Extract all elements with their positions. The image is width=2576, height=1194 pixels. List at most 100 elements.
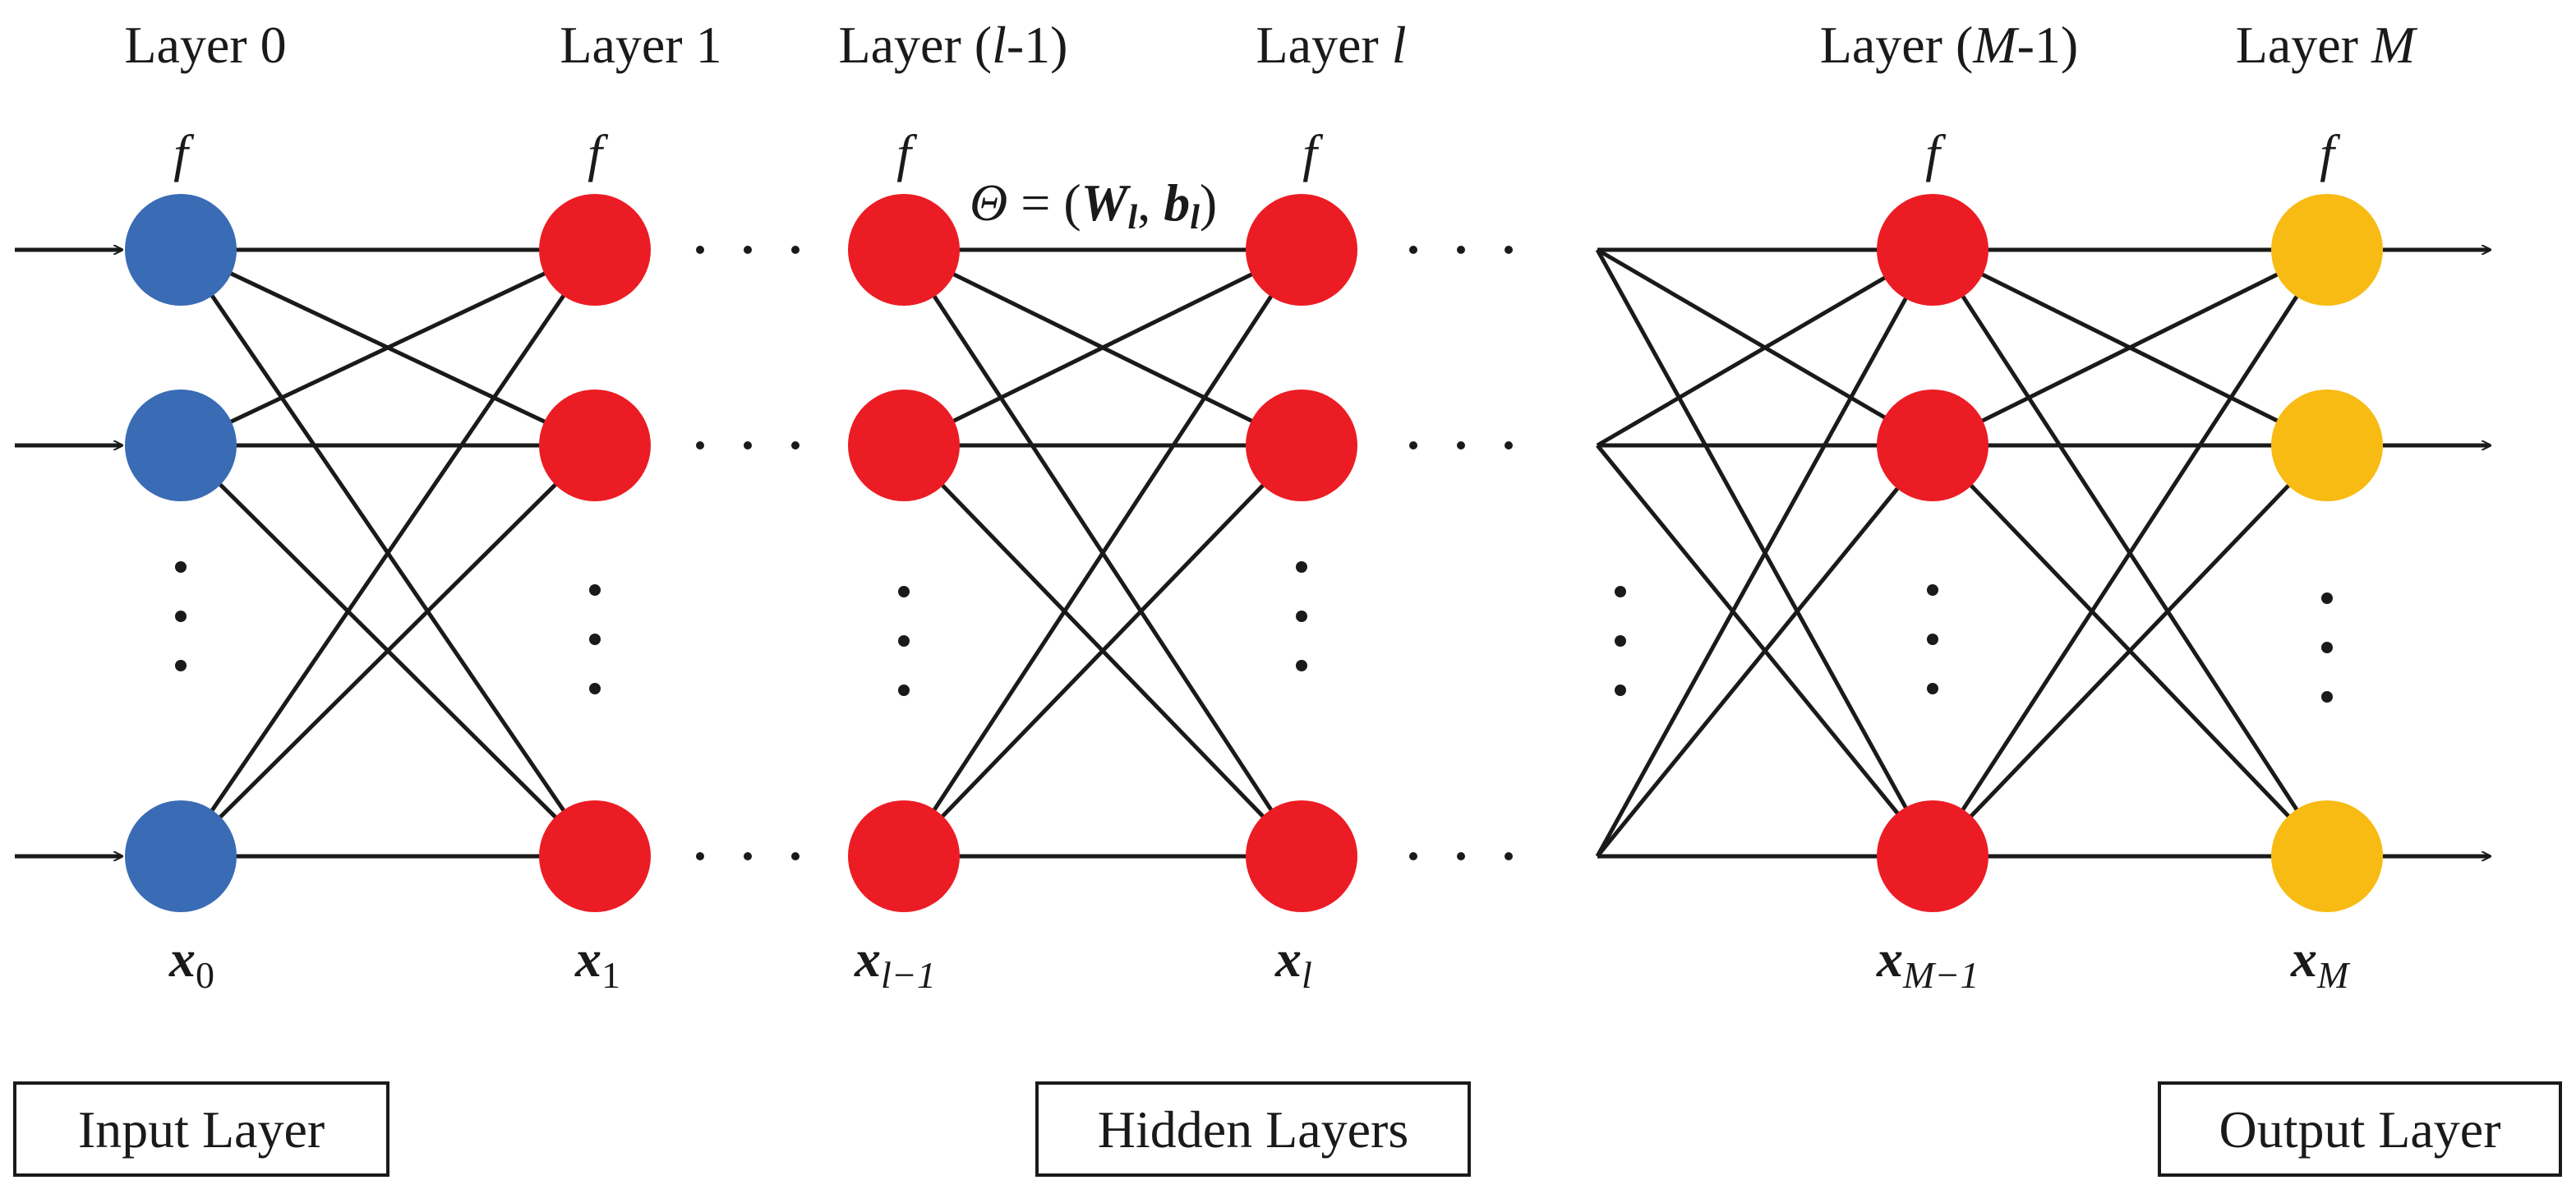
layer-l-node-2 xyxy=(1246,800,1357,912)
hdot-1-2-0 xyxy=(1409,852,1417,860)
hdot-1-2-2 xyxy=(1505,852,1513,860)
layer-l-minus-1-node-2 xyxy=(848,800,960,912)
vdot-1-1 xyxy=(589,634,601,645)
layer-m-minus-1-title-var: M xyxy=(1972,16,2020,74)
vdot-pre-1 xyxy=(1615,635,1626,647)
layer-0-title: Layer 0 xyxy=(124,16,286,74)
layer-m-node-2 xyxy=(2271,800,2383,912)
vdot-3-1 xyxy=(1296,611,1307,622)
layer-1-variable-sub: 1 xyxy=(601,954,620,996)
layer-0-variable-base: x xyxy=(168,929,196,988)
layer-0-node-2 xyxy=(125,800,237,912)
hdot-1-0-2 xyxy=(1505,246,1513,254)
horizontal-ellipses xyxy=(696,246,1513,860)
hdot-1-0-0 xyxy=(1409,246,1417,254)
hdot-1-2-1 xyxy=(1457,852,1465,860)
hdot-0-2-0 xyxy=(696,852,704,860)
layer-1-node-2 xyxy=(539,800,651,912)
edge-lm1-l-2-0 xyxy=(901,248,1304,858)
layer-l-title-pre: Layer xyxy=(1256,16,1392,74)
layer-m-minus-1-variable-sub: M−1 xyxy=(1902,954,1979,996)
hdot-0-0-2 xyxy=(791,246,800,254)
theta-w: W xyxy=(1081,173,1131,232)
layer-l-title: Layer l xyxy=(1256,16,1407,74)
vdot-0-2 xyxy=(175,660,187,671)
hidden-layers-box: Hidden Layers xyxy=(1035,1081,1471,1177)
vdot-0-1 xyxy=(175,611,187,622)
layer-1-node-0 xyxy=(539,194,651,306)
edge-pre-m1-1-0 xyxy=(1596,247,1934,448)
layer-l-minus-1-title-var: l xyxy=(992,16,1007,74)
theta-eq: = ( xyxy=(1007,173,1081,232)
theta-b-sub: l xyxy=(1190,199,1200,237)
theta-b: b xyxy=(1164,173,1190,232)
neuron-nodes xyxy=(125,194,2383,912)
edge-m1-m-2-0 xyxy=(1930,248,2329,858)
vdot-1-2 xyxy=(589,683,601,694)
theta-close: ) xyxy=(1200,173,1217,232)
layer-m-minus-1-variable: xM−1 xyxy=(1876,929,1979,996)
layer-0-variable: x0 xyxy=(168,929,214,996)
layer-m-minus-1-variable-base: x xyxy=(1876,929,1903,988)
layer-l-minus-1-activation-f: f xyxy=(896,124,918,182)
hdot-0-2-1 xyxy=(744,852,752,860)
layer-1-title-pre: Layer 1 xyxy=(560,16,721,74)
vdot-5-2 xyxy=(2321,691,2333,703)
connection-lines xyxy=(178,247,2329,859)
layer-l-title-var: l xyxy=(1392,16,1407,74)
layer-l-minus-1-variable: xl−1 xyxy=(854,929,936,996)
layer-m-minus-1-node-1 xyxy=(1877,390,1988,501)
layer-m-activation-f: f xyxy=(2320,124,2341,182)
edge-pre-m1-2-1 xyxy=(1596,444,1934,858)
hdot-0-0-1 xyxy=(744,246,752,254)
hdot-0-2-2 xyxy=(791,852,800,860)
layer-l-minus-1-variable-sub: l−1 xyxy=(881,954,936,996)
vdot-4-2 xyxy=(1927,683,1938,694)
layer-l-minus-1-variable-base: x xyxy=(854,929,881,988)
theta-label: Θ = (Wl, bl) xyxy=(970,173,1217,237)
hdot-1-1-0 xyxy=(1409,441,1417,449)
hidden-layers-label: Hidden Layers xyxy=(1098,1100,1409,1159)
layer-l-minus-1-node-0 xyxy=(848,194,960,306)
input-layer-box: Input Layer xyxy=(13,1081,389,1177)
layer-m-variable: xM xyxy=(2290,929,2351,996)
layer-m-variable-base: x xyxy=(2290,929,2317,988)
layer-l-node-1 xyxy=(1246,390,1357,501)
layer-1-title: Layer 1 xyxy=(560,16,721,74)
edge-lm1-l-2-1 xyxy=(902,444,1303,858)
layer-m-title: Layer M xyxy=(2236,16,2418,74)
edge-lm1-l-1-0 xyxy=(902,247,1303,448)
edge-m1-m-1-0 xyxy=(1931,247,2329,448)
theta-w-sub: l xyxy=(1128,199,1138,237)
hdot-0-1-0 xyxy=(696,441,704,449)
layer-1-node-1 xyxy=(539,390,651,501)
layer-m-minus-1-title-pre: Layer ( xyxy=(1820,16,1974,74)
vdot-5-1 xyxy=(2321,642,2333,653)
layer-1-activation-f: f xyxy=(588,124,609,182)
layer-0-node-1 xyxy=(125,390,237,501)
vdot-5-0 xyxy=(2321,592,2333,604)
layer-l-minus-1-title: Layer (l-1) xyxy=(839,16,1068,74)
layer-l-variable-base: x xyxy=(1274,929,1302,988)
hdot-0-1-1 xyxy=(744,441,752,449)
output-layer-box: Output Layer xyxy=(2158,1081,2562,1177)
input-layer-label: Input Layer xyxy=(78,1100,325,1159)
layer-l-activation-f: f xyxy=(1302,124,1324,182)
layer-1-variable: x1 xyxy=(574,929,620,996)
layer-m-node-1 xyxy=(2271,390,2383,501)
edge-m1-m-2-1 xyxy=(1931,444,2329,858)
layer-l-minus-1-title-post: -1) xyxy=(1007,16,1068,74)
vdot-3-2 xyxy=(1296,660,1307,671)
layer-l-variable: xl xyxy=(1274,929,1312,996)
layer-m-minus-1-title-post: -1) xyxy=(2017,16,2079,74)
edge-l0-l1-2-1 xyxy=(179,444,597,858)
vdot-2-1 xyxy=(898,635,910,647)
layer-0-variable-sub: 0 xyxy=(196,954,214,996)
layer-m-title-var: M xyxy=(2371,16,2418,74)
io-arrows xyxy=(15,250,2490,856)
theta-symbol: Θ xyxy=(970,173,1007,232)
layer-l-variable-sub: l xyxy=(1302,954,1312,996)
